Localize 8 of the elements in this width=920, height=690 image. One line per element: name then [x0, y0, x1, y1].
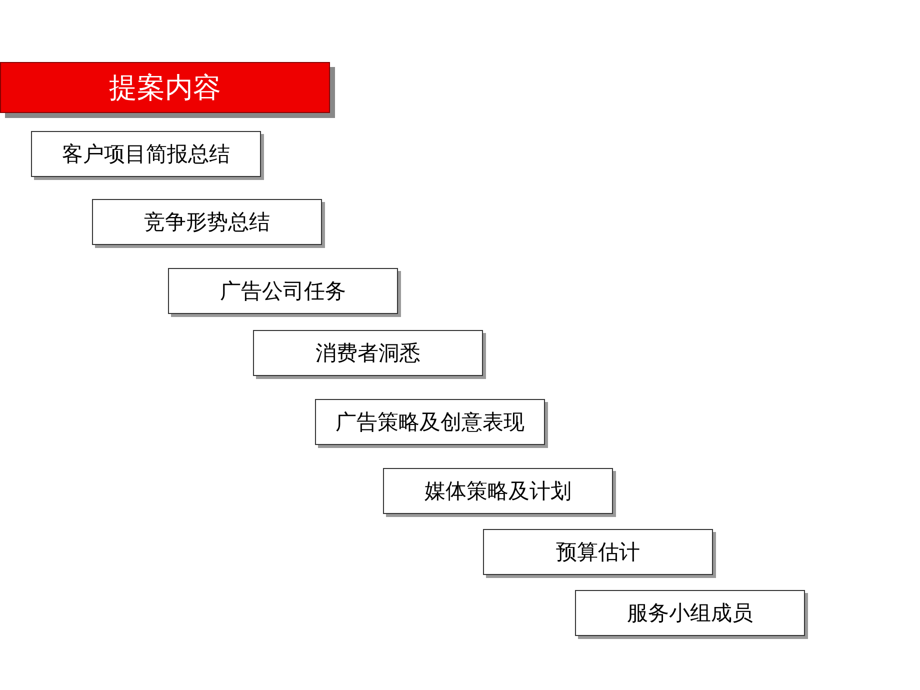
- agenda-box: 消费者洞悉: [253, 330, 483, 376]
- agenda-box: 广告公司任务: [168, 268, 398, 314]
- agenda-box: 服务小组成员: [575, 590, 805, 636]
- agenda-box: 广告策略及创意表现: [315, 399, 545, 445]
- agenda-box: 媒体策略及计划: [383, 468, 613, 514]
- agenda-box: 竞争形势总结: [92, 199, 322, 245]
- agenda-box: 客户项目简报总结: [31, 131, 261, 177]
- agenda-box: 预算估计: [483, 529, 713, 575]
